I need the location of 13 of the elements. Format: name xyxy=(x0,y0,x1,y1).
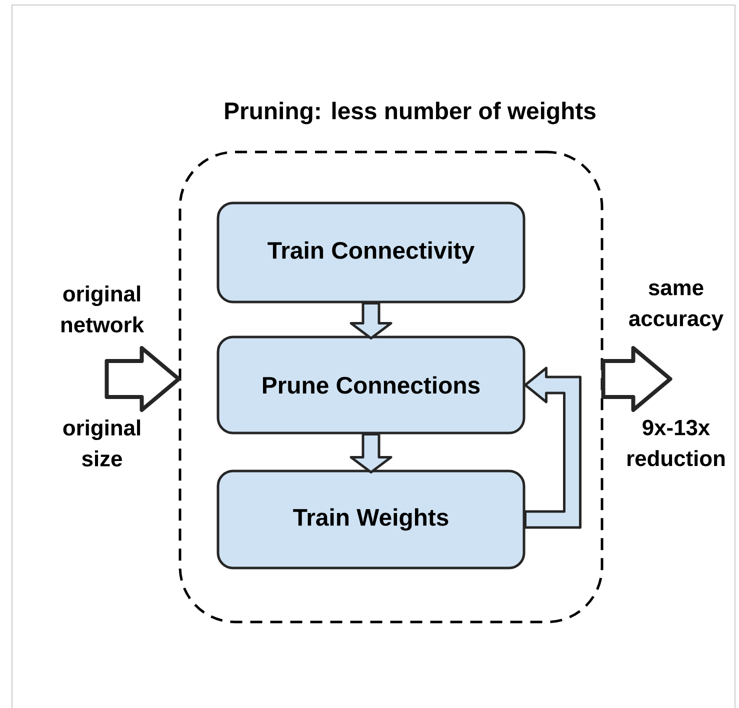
side-label: same accuracy xyxy=(629,283,724,331)
side-label: original network xyxy=(61,286,144,332)
process-box: Prune Connections xyxy=(216,336,526,434)
block-arrow xyxy=(104,346,181,412)
side-label: 9x-13x reduction xyxy=(628,420,725,466)
process-box: Train Weights xyxy=(216,470,526,570)
block-arrow xyxy=(350,302,392,340)
block-arrow xyxy=(524,366,582,529)
process-box: Train Connectivity xyxy=(216,202,526,304)
node-label: Pruning: less number of weights xyxy=(225,102,596,124)
block-arrow xyxy=(350,433,392,474)
side-label: original size xyxy=(63,420,140,466)
block-arrow xyxy=(601,346,672,412)
